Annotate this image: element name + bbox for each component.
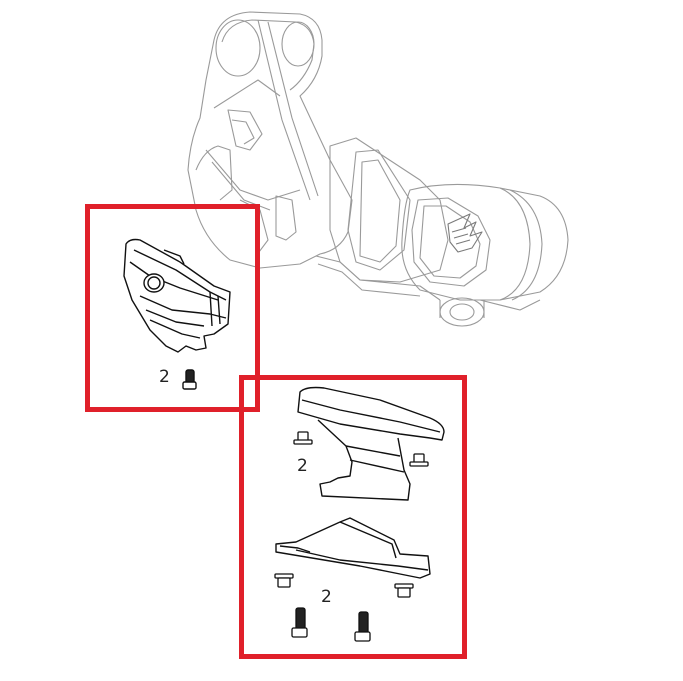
screw-icon: [182, 369, 197, 390]
flange-nut-icon: [274, 573, 414, 598]
callout-box-guard-set: [239, 375, 467, 659]
callout-box-guide-bracket: [85, 204, 260, 412]
quantity-label-lower-fasteners: 2: [321, 587, 332, 607]
quantity-label-upper-nuts: 2: [297, 456, 308, 476]
flange-nut-icon: [293, 431, 429, 467]
bolt-icon: [291, 607, 371, 642]
quantity-label-screw: 2: [159, 367, 170, 387]
